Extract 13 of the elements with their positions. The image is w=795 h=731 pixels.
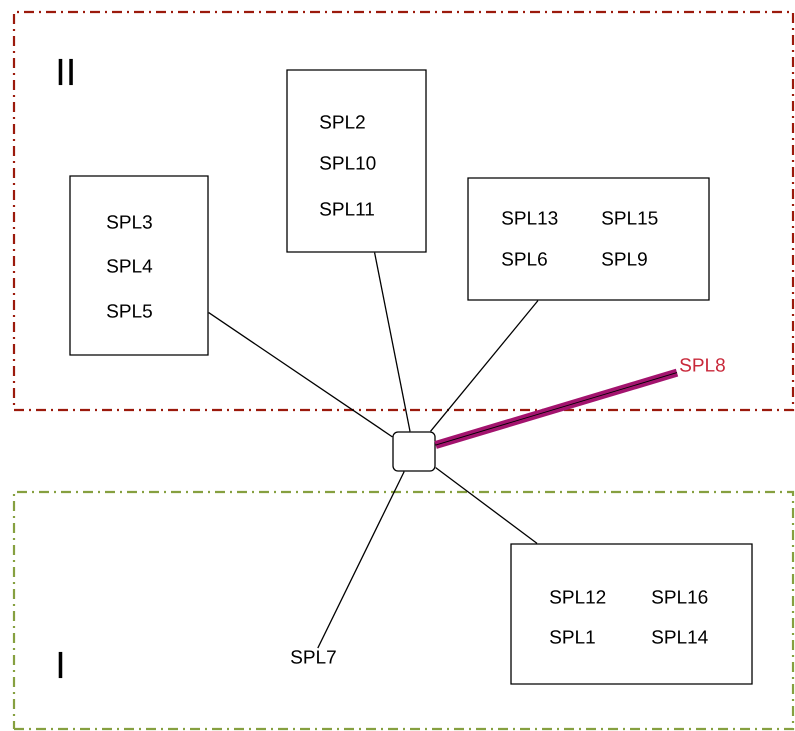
group-box: SPL3 SPL4 SPL5 bbox=[69, 175, 209, 356]
group-box: SPL2 SPL10 SPL11 bbox=[286, 69, 427, 253]
connector-line bbox=[374, 252, 411, 432]
node-label: SPL7 bbox=[291, 650, 336, 664]
group-box: SPL13 SPL15 SPL6 SPL9 bbox=[467, 177, 710, 301]
connector-line bbox=[208, 312, 393, 438]
connector-line bbox=[430, 300, 538, 432]
connector-line bbox=[317, 471, 405, 648]
group-box: SPL12 SPL16 SPL1 SPL14 bbox=[510, 543, 753, 685]
hub-box bbox=[392, 431, 436, 472]
node-label: SPL8 bbox=[680, 358, 725, 372]
connector-line bbox=[434, 368, 678, 449]
connector-line bbox=[435, 467, 538, 544]
